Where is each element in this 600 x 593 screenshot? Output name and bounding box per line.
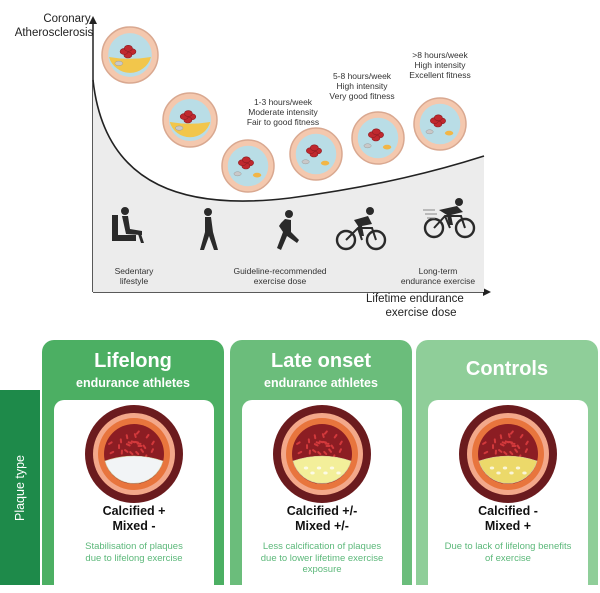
artery-thumbnail (101, 26, 159, 84)
plaque-type-comparison: Plaque type Lifelong endurance athletes … (0, 332, 600, 593)
y-axis-title: Coronary Atherosclerosis (14, 13, 94, 39)
column-late-onset-title: Late onset (270, 350, 372, 372)
card-lifelong: Calcified + Mixed - Stabilisation of pla… (54, 400, 214, 593)
dose-annotation-high: 5-8 hours/week High intensity Very good … (329, 71, 395, 101)
column-controls: Controls Calcified - Mixed + Due to lack… (416, 340, 598, 593)
y-axis-arrow (89, 16, 97, 24)
x-axis-title: Lifetime endurance exercise dose (366, 293, 464, 319)
road-cyclist-icon (423, 198, 476, 239)
exercise-dose-chart: Coronary Atherosclerosis Lifetime endura… (14, 13, 491, 319)
category-label-sedentary: Sedentary lifestyle (114, 266, 154, 286)
column-lifelong: Lifelong endurance athletes Calcified + … (42, 340, 224, 593)
description-lifelong: Stabilisation of plaques due to lifelong… (85, 541, 183, 564)
column-lifelong-title: Lifelong (94, 350, 172, 372)
category-label-long-term: Long-term endurance exercise (400, 266, 476, 286)
description-late-onset: Less calcification of plaques due to low… (260, 541, 384, 575)
column-late-onset: Late onset endurance athletes Calcified … (230, 340, 412, 593)
cyclist-icon (335, 207, 387, 251)
artery-thumbnail (289, 127, 343, 181)
plaque-label-controls: Calcified - Mixed + (478, 504, 538, 533)
artery-thumbnail (162, 92, 218, 148)
artery-thumbnail (351, 111, 405, 165)
artery-thumbnail (221, 139, 275, 193)
running-person-icon (277, 210, 299, 250)
walking-person-icon (200, 208, 218, 250)
dose-curve-diagram (89, 16, 491, 296)
card-late-onset: Calcified +/- Mixed +/- Less calcificati… (242, 400, 402, 593)
card-controls: Calcified - Mixed + Due to lack of lifel… (428, 400, 588, 593)
area-under-curve (93, 80, 484, 292)
plaque-label-late-onset: Calcified +/- Mixed +/- (286, 504, 358, 533)
plaque-type-label: Plaque type (13, 454, 27, 521)
artery-cross-section-late-onset (273, 405, 371, 503)
category-label-guideline: Guideline-recommended exercise dose (233, 266, 327, 286)
column-late-onset-subtitle: endurance athletes (264, 376, 378, 390)
dose-annotation-excellent: >8 hours/week High intensity Excellent f… (409, 50, 471, 80)
artery-cross-section-lifelong (85, 405, 183, 503)
j-curve-line (92, 79, 485, 202)
sitting-person-icon (112, 207, 144, 243)
plaque-type-side-tab (0, 390, 40, 585)
plaque-label-lifelong: Calcified + Mixed - (102, 504, 166, 533)
column-lifelong-subtitle: endurance athletes (76, 376, 190, 390)
artery-cross-section-controls (459, 405, 557, 503)
x-axis-arrow (483, 288, 491, 296)
column-controls-title: Controls (465, 358, 549, 380)
dose-annotation-moderate: 1-3 hours/week Moderate intensity Fair t… (246, 97, 320, 127)
description-controls: Due to lack of lifelong benefits of exer… (444, 541, 572, 564)
artery-thumbnail (413, 97, 467, 151)
